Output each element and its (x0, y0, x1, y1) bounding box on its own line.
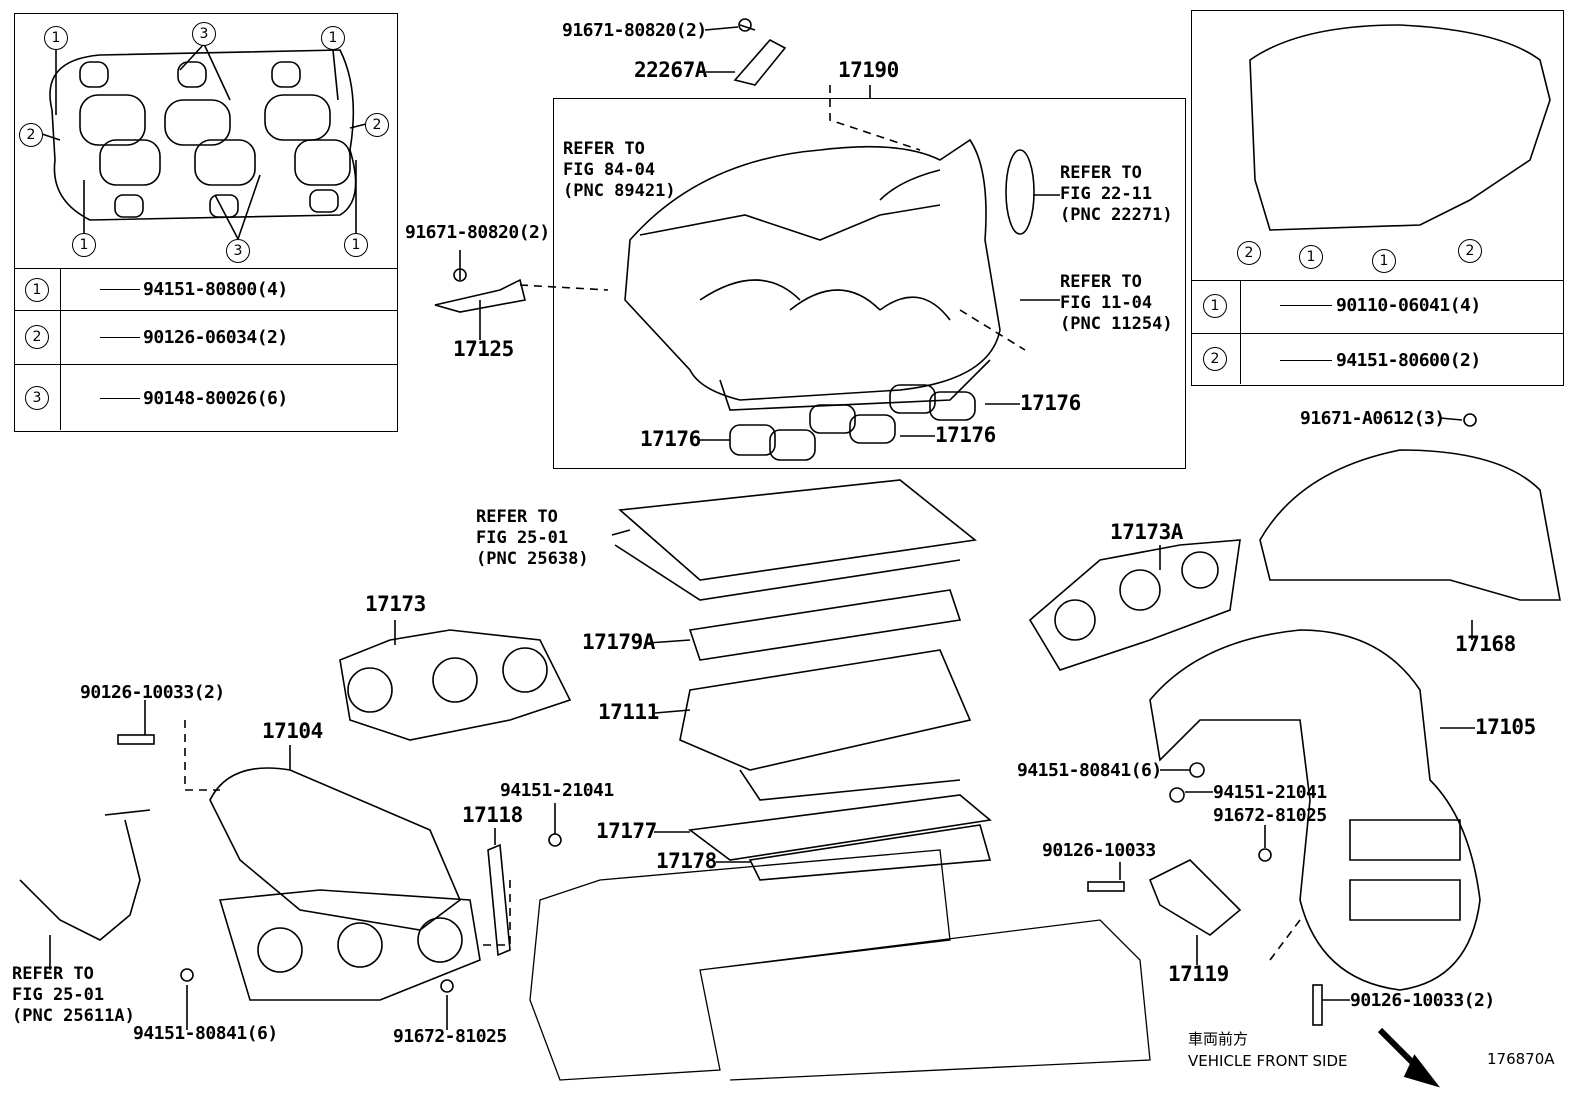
stud-left-icon (117, 734, 155, 745)
vehicle-front-label: VEHICLE FRONT SIDE (1188, 1052, 1348, 1070)
stay-17118-drawing (487, 843, 511, 957)
exhaust-pipe-drawing (19, 809, 151, 941)
part-label[interactable]: 17179A (582, 630, 655, 654)
part-number[interactable]: 94151-80600(2) (1336, 350, 1481, 371)
divider (60, 268, 61, 430)
divider (1191, 280, 1563, 281)
divider (14, 310, 397, 311)
divider (14, 268, 397, 269)
part-label[interactable]: 91672-81025 (1213, 805, 1327, 826)
part-number[interactable]: 90148-80026(6) (143, 388, 288, 409)
part-label[interactable]: 17118 (462, 803, 523, 827)
divider (1240, 280, 1241, 384)
vehicle-front-label-jp: 車両前方 (1188, 1030, 1249, 1048)
callout-1: 1 (1299, 245, 1323, 269)
part-label[interactable]: 90126-10033 (1042, 840, 1156, 861)
table-key-2: 2 (1203, 347, 1227, 371)
callout-2: 2 (19, 123, 43, 147)
heat-insulator-17168-drawing (1259, 449, 1561, 601)
part-number[interactable]: 90110-06041(4) (1336, 295, 1481, 316)
left-inset-frame (14, 13, 398, 432)
table-key-3: 3 (25, 386, 49, 410)
part-label[interactable]: 17104 (262, 719, 323, 743)
bracket-17125-drawing (434, 250, 526, 313)
callout-1: 1 (344, 233, 368, 257)
leader (1280, 305, 1332, 306)
part-number[interactable]: 90126-06034(2) (143, 327, 288, 348)
part-label[interactable]: 17190 (838, 58, 899, 82)
table-key-1: 1 (1203, 294, 1227, 318)
intake-manifold-inset-drawing (1249, 24, 1551, 231)
gasket-17176-drawing (729, 384, 976, 461)
part-label[interactable]: 94151-80841(6) (1017, 760, 1162, 781)
reference-note[interactable]: REFER TO FIG 25-01 (PNC 25638) (476, 507, 589, 569)
gasket-17173a-drawing (1028, 539, 1241, 671)
right-inset-frame (1191, 10, 1564, 386)
part-label[interactable]: 91671-A0612(3) (1300, 408, 1445, 429)
plenum-and-gaskets-drawing (614, 479, 992, 881)
callout-2: 2 (1237, 241, 1261, 265)
part-label[interactable]: 94151-21041 (1213, 782, 1327, 803)
part-label[interactable]: 94151-80841(6) (133, 1023, 278, 1044)
part-label[interactable]: 17119 (1168, 962, 1229, 986)
table-key-1: 1 (25, 278, 49, 302)
part-label[interactable]: 17111 (598, 700, 659, 724)
part-label[interactable]: 17168 (1455, 632, 1516, 656)
reference-note[interactable]: REFER TO FIG 84-04 (PNC 89421) (563, 139, 676, 201)
callout-1: 1 (321, 26, 345, 50)
part-label[interactable]: 17177 (596, 819, 657, 843)
vehicle-front-arrow-icon (1377, 1027, 1441, 1088)
part-label[interactable]: 17125 (453, 337, 514, 361)
part-label[interactable]: 17176 (640, 427, 701, 451)
reference-note[interactable]: REFER TO FIG 11-04 (PNC 11254) (1060, 272, 1173, 334)
intake-gasket-inset-drawing (41, 43, 367, 240)
part-label[interactable]: 17173 (365, 592, 426, 616)
part-label[interactable]: 22267A (634, 58, 707, 82)
bracket-17119-drawing (1148, 859, 1242, 936)
stud-right-icon (1087, 881, 1125, 892)
callout-3: 3 (226, 239, 250, 263)
reference-note[interactable]: REFER TO FIG 25-01 (PNC 25611A) (12, 964, 135, 1026)
leader (100, 398, 140, 399)
reference-note[interactable]: REFER TO FIG 22-11 (PNC 22271) (1060, 163, 1173, 225)
leader (100, 289, 140, 290)
exhaust-manifold-17105-drawing (1149, 629, 1481, 991)
callout-3: 3 (192, 22, 216, 46)
leader (100, 337, 140, 338)
bracket-22267a-drawing (733, 24, 787, 86)
gasket-17173-drawing (339, 629, 572, 741)
stud-bottom-icon (1312, 984, 1323, 1026)
part-label[interactable]: 91671-80820(2) (405, 222, 550, 243)
part-label[interactable]: 91671-80820(2) (562, 20, 707, 41)
engine-outline-drawing (529, 849, 1151, 1081)
divider (14, 364, 397, 365)
figure-id: 176870A (1487, 1050, 1555, 1068)
divider (1191, 333, 1563, 334)
part-label[interactable]: 90126-10033(2) (80, 682, 225, 703)
callout-2: 2 (365, 113, 389, 137)
intake-manifold-group-frame (553, 98, 1186, 469)
part-label[interactable]: 17176 (935, 423, 996, 447)
heat-insulator-left-drawing (218, 889, 481, 1001)
callout-1: 1 (44, 26, 68, 50)
table-key-2: 2 (25, 325, 49, 349)
part-label[interactable]: 17176 (1020, 391, 1081, 415)
callout-1: 1 (1372, 249, 1396, 273)
part-label[interactable]: 17105 (1475, 715, 1536, 739)
part-label[interactable]: 91672-81025 (393, 1026, 507, 1047)
part-label[interactable]: 17173A (1110, 520, 1183, 544)
callout-1: 1 (72, 233, 96, 257)
part-label[interactable]: 94151-21041 (500, 780, 614, 801)
part-number[interactable]: 94151-80800(4) (143, 279, 288, 300)
callout-2: 2 (1458, 239, 1482, 263)
exhaust-manifold-17104-drawing (209, 767, 461, 931)
part-label[interactable]: 17178 (656, 849, 717, 873)
leader (1280, 360, 1332, 361)
part-label[interactable]: 90126-10033(2) (1350, 990, 1495, 1011)
